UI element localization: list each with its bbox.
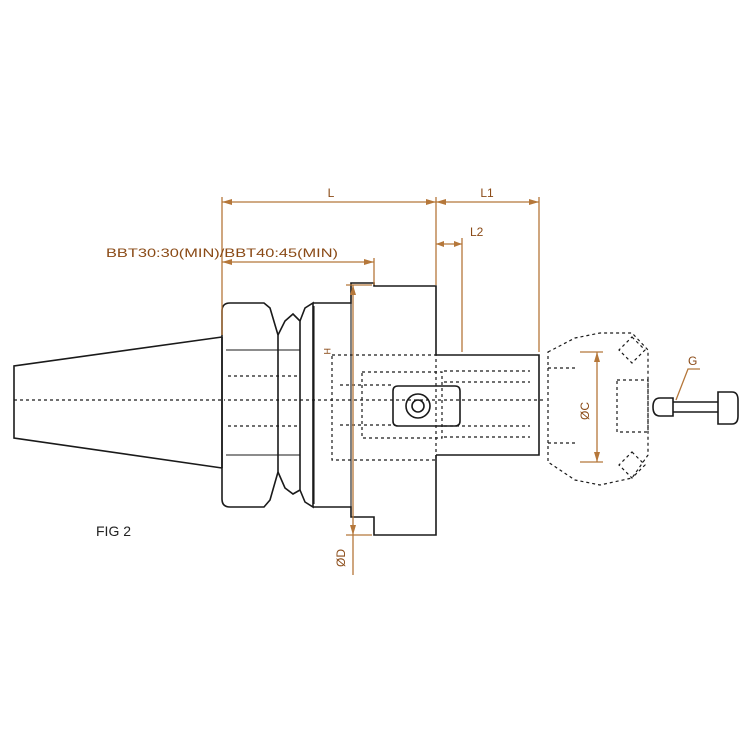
dimension-L1: L1 xyxy=(436,186,540,352)
dimension-phi-C: ØC xyxy=(578,351,603,463)
taper-shank xyxy=(13,336,225,469)
dimension-L-label: L xyxy=(328,186,335,200)
dimension-clearance: BBT30:30(MIN)/BBT40:45(MIN) xyxy=(106,246,375,285)
arbor xyxy=(436,354,540,456)
dimension-L1-label: L1 xyxy=(480,186,494,200)
dimension-L2-label: L2 xyxy=(470,225,484,239)
flange xyxy=(221,301,315,509)
drive-key xyxy=(392,385,461,427)
figure-caption: FIG 2 xyxy=(96,523,131,539)
leader-G: G xyxy=(675,354,700,401)
side-mark: H xyxy=(322,348,332,355)
internal-bore xyxy=(331,354,443,461)
dimension-phi-D: ØD xyxy=(334,284,372,575)
dimension-L: L xyxy=(221,186,437,335)
clearance-note: BBT30:30(MIN)/BBT40:45(MIN) xyxy=(106,246,338,260)
label-G: G xyxy=(688,354,697,368)
bolt-g xyxy=(652,391,739,425)
dimension-phi-D-label: ØD xyxy=(334,549,348,567)
shell-mill-cutter xyxy=(547,332,649,486)
tool-body xyxy=(313,282,437,536)
dimension-phi-C-label: ØC xyxy=(578,402,592,420)
dimension-L2: L2 xyxy=(436,225,484,352)
